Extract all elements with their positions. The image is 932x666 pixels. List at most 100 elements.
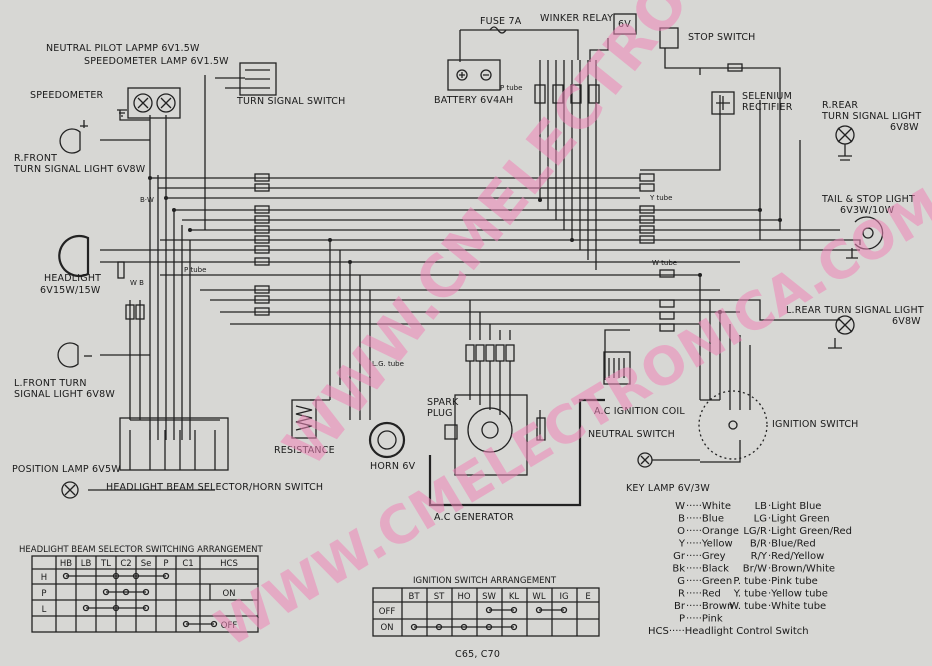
speedometer-icon xyxy=(127,87,181,119)
beam-table-row-label: L xyxy=(42,605,47,615)
beam-selector-icon xyxy=(119,417,229,471)
wire-code: P tube xyxy=(184,266,206,274)
neutral-switch-icon xyxy=(536,417,546,441)
beam-table-row-label: P xyxy=(41,589,46,599)
legend-code: LG xyxy=(754,514,767,525)
rectifier-label: RECTIFIER xyxy=(742,102,793,113)
legend-name: ·Red/Yellow xyxy=(768,551,824,562)
selenium-label: SELENIUM xyxy=(742,91,792,102)
beam-table-header: C1 xyxy=(182,559,193,569)
wire-code: W B xyxy=(130,279,144,287)
legend-name: ·····Black xyxy=(686,564,729,575)
legend-code: B xyxy=(678,514,685,525)
beam-table-header: HCS xyxy=(220,559,238,569)
l-rear-turn-light-icon xyxy=(828,315,855,349)
beam-table-row-note: ON xyxy=(222,589,235,599)
legend-code: R/Y xyxy=(751,551,768,562)
spark-plug-label-1: SPARK xyxy=(427,397,459,408)
tail-stop-label-2: 6V3W/10W xyxy=(840,205,895,216)
legend-code: B/R xyxy=(750,539,767,550)
ignition-table-header: HO xyxy=(457,592,470,602)
ignition-table-header: IG xyxy=(559,592,568,602)
beam-selector-table: HEADLIGHT BEAM SELECTOR SWITCHING ARRANG… xyxy=(19,545,264,633)
ac-ignition-coil-label: A.C IGNITION COIL xyxy=(594,406,685,417)
ground-icon xyxy=(117,109,127,117)
legend-name: ·Brown/White xyxy=(768,564,835,575)
speedometer-label: SPEEDOMETER xyxy=(30,90,104,101)
r-rear-turn-label-3: 6V8W xyxy=(890,122,919,133)
fuse-icon xyxy=(489,26,507,34)
legend-code: P. tube xyxy=(733,576,767,587)
ignition-switch-label: IGNITION SWITCH xyxy=(772,419,859,430)
legend-name: ·Yellow tube xyxy=(768,589,828,600)
position-lamp-icon xyxy=(61,481,79,499)
legend-code: Gr xyxy=(673,551,686,562)
legend-name: ·Light Green xyxy=(768,514,830,525)
horn-icon xyxy=(368,421,406,459)
battery-label: BATTERY 6V4AH xyxy=(434,95,513,106)
fuse-label: FUSE 7A xyxy=(480,16,522,27)
winker-relay-icon xyxy=(613,13,637,35)
wire-code: L.G. tube xyxy=(372,360,404,368)
beam-table-row-note: OFF xyxy=(221,621,238,631)
legend-name: ·Pink tube xyxy=(768,576,818,587)
ignition-table-header: ST xyxy=(434,592,445,602)
legend-name: ·····Red xyxy=(686,589,721,600)
wire-code: W tube xyxy=(652,259,677,267)
legend-code: R xyxy=(678,589,685,600)
key-lamp-label: KEY LAMP 6V/3W xyxy=(626,483,710,494)
beam-table-connections xyxy=(62,572,218,628)
wire-code: Y tube xyxy=(649,194,672,202)
r-front-turn-label-1: R.FRONT xyxy=(14,153,57,164)
legend-code: G xyxy=(677,576,685,587)
spark-plug-label-2: PLUG xyxy=(427,408,453,419)
ignition-table-row-label: OFF xyxy=(379,607,396,617)
legend-name: ·····Yellow xyxy=(686,539,733,550)
headlight-label-2: 6V15W/15W xyxy=(40,285,101,296)
legend-code: Y xyxy=(678,539,686,550)
legend-code: LG/R xyxy=(743,526,767,537)
legend-code: P xyxy=(679,614,685,625)
legend-name: ·····Green xyxy=(686,576,732,587)
horn-label: HORN 6V xyxy=(370,461,416,472)
legend-name: ·····White xyxy=(686,501,731,512)
neutral-pilot-lamp-label: NEUTRAL PILOT LAPMP 6V1.5W xyxy=(46,43,200,54)
tail-stop-light-icon xyxy=(846,216,884,259)
legend-name: ·White tube xyxy=(768,601,826,612)
selenium-rectifier-icon xyxy=(711,91,735,115)
legend-code: W xyxy=(675,501,685,512)
battery-icon xyxy=(447,59,501,91)
legend-name: ·Light Green/Red xyxy=(768,526,852,537)
legend-name: ·····Brown xyxy=(686,601,733,612)
legend-code: Y. tube xyxy=(733,589,767,600)
r-front-turn-light-icon xyxy=(59,120,88,154)
tail-stop-label-1: TAIL & STOP LIGHT xyxy=(821,194,915,205)
legend-hcs: HCS·····Headlight Control Switch xyxy=(648,626,809,637)
beam-table-row-label: H xyxy=(41,573,47,583)
beam-table-header: Se xyxy=(141,559,152,569)
beam-table-header: LB xyxy=(81,559,92,569)
turn-signal-switch-icon xyxy=(239,62,277,96)
legend-name: ·····Grey xyxy=(686,551,726,562)
l-front-turn-label-1: L.FRONT TURN xyxy=(14,378,87,389)
ignition-table-header: SW xyxy=(482,592,496,602)
r-rear-turn-label-1: R.REAR xyxy=(822,100,858,111)
legend-name: ·Light Blue xyxy=(768,501,821,512)
r-rear-turn-label-2: TURN SIGNAL LIGHT xyxy=(821,111,921,122)
legend-name: ·····Pink xyxy=(686,614,723,625)
beam-table-header: TL xyxy=(100,559,111,569)
l-rear-turn-label-1: L.REAR TURN SIGNAL LIGHT xyxy=(786,305,924,316)
headlight-label-1: HEADLIGHT xyxy=(44,273,101,284)
resistance-icon xyxy=(291,399,317,439)
beam-table-title: HEADLIGHT BEAM SELECTOR SWITCHING ARRANG… xyxy=(19,545,264,555)
beam-table-header: C2 xyxy=(120,559,131,569)
legend-code: Br xyxy=(674,601,686,612)
l-front-turn-label-2: SIGNAL LIGHT 6V8W xyxy=(14,389,115,400)
ignition-table-title: IGNITION SWITCH ARRANGEMENT xyxy=(413,576,557,586)
ignition-table-connections xyxy=(410,606,568,631)
ignition-table-header: KL xyxy=(509,592,520,602)
winker-relay-label: WINKER RELAY xyxy=(540,13,613,24)
legend-name: ·····Orange xyxy=(686,526,739,537)
